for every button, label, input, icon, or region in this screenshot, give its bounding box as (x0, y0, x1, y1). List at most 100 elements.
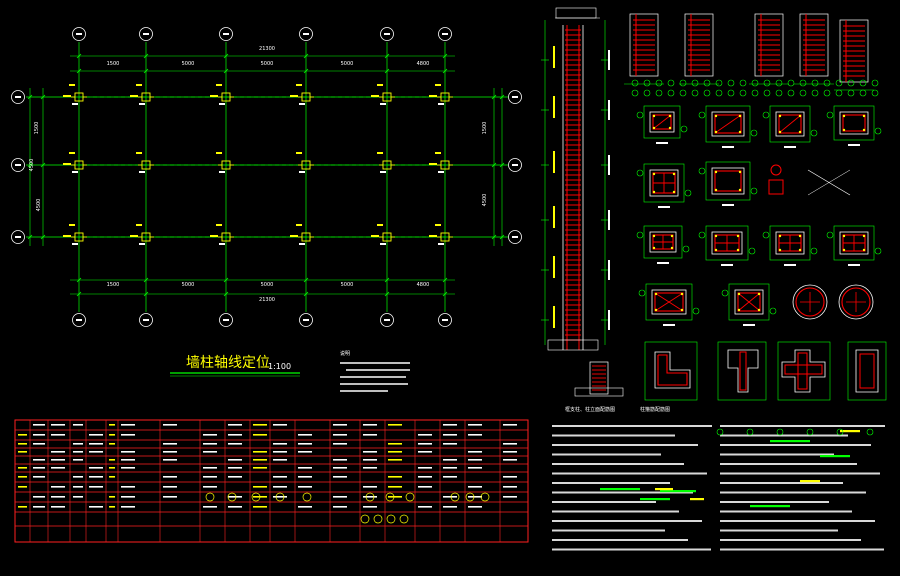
table-cell-mark (33, 506, 45, 508)
table-cell-mark (363, 496, 377, 498)
round-column-stirrup (841, 287, 871, 317)
table-cell-mark (228, 434, 242, 436)
table-cell-mark (163, 459, 177, 461)
table-cell-mark (363, 451, 377, 453)
column-size-mark (377, 152, 383, 154)
dimension-tick (76, 53, 82, 59)
column-id-mark (299, 171, 305, 173)
table-cell-mark (253, 451, 267, 453)
section-label-mark (657, 262, 669, 264)
table-cell-mark (163, 496, 177, 498)
table-cell-mark (273, 476, 287, 478)
table-cell-mark (203, 434, 217, 436)
column-size-mark (216, 224, 222, 226)
general-notes (552, 425, 885, 551)
section-bar (757, 308, 761, 312)
section-bar (738, 130, 742, 134)
note-text-line (552, 491, 693, 494)
column-size-mark (296, 84, 302, 86)
bottom-bay-dim-4: 5000 (341, 282, 354, 288)
table-cell-mark (33, 443, 45, 445)
wall-end-detail (629, 13, 659, 77)
table-cell-mark (418, 476, 432, 478)
right-dim-2: 4500 (482, 194, 488, 207)
axis-bubble-mark (143, 319, 149, 321)
column-size-mark (377, 224, 383, 226)
left-dim-2: 4500 (29, 159, 35, 172)
table-header-circle (465, 492, 475, 502)
table-cell-mark (443, 424, 457, 426)
table-cell-mark (363, 424, 377, 426)
top-bay-dim-5: 4800 (417, 61, 430, 67)
detail-marker (703, 79, 711, 87)
table-cell-mark (18, 506, 27, 508)
section-tie (778, 114, 802, 134)
column-size-mark (435, 152, 441, 154)
dimension-tick (499, 234, 505, 240)
axis-bubble (380, 27, 394, 41)
section-stirrup (654, 292, 684, 312)
section-stirrup (778, 114, 802, 134)
section-bar (652, 126, 656, 130)
note-text-line (720, 434, 848, 437)
detail-marker (643, 89, 651, 97)
note-text-line (552, 529, 665, 532)
table-cell-mark (33, 467, 45, 469)
column-size-mark (69, 152, 75, 154)
left-dim-3: 4500 (36, 199, 42, 212)
dimension-tick (143, 68, 149, 74)
section-bar (714, 114, 718, 118)
base-section (589, 361, 609, 395)
section-bar (862, 128, 866, 132)
note-text-line (720, 463, 857, 465)
section-bar (778, 248, 782, 252)
column-elevation-label: 框支柱、柱立面配筋图 (565, 406, 615, 413)
section-callout (680, 125, 688, 133)
table-cell-mark (273, 451, 287, 453)
column-tag-mark (290, 95, 298, 97)
column-id-mark (72, 103, 78, 105)
note-text-line (552, 520, 702, 522)
table-cell-mark (51, 459, 65, 461)
column-tag-mark (63, 95, 71, 97)
axis-bubble (508, 158, 522, 172)
axis-bubble-mark (76, 319, 82, 321)
section-frame (705, 161, 751, 201)
table-cell-mark (443, 496, 457, 498)
section-bar (680, 308, 684, 312)
table-cell-mark (333, 467, 347, 469)
elevation-dim-text (608, 260, 610, 280)
section-frame (847, 341, 887, 401)
plan-columns (71, 92, 453, 242)
section-tie (714, 114, 742, 134)
table-cell-mark (273, 424, 287, 426)
note-text-line (552, 453, 661, 456)
dimension-tick (491, 234, 497, 240)
plan-axis-bubbles (11, 27, 522, 327)
section-bar (672, 172, 676, 176)
section-bar (736, 234, 740, 238)
table-cell-mark (443, 467, 457, 469)
table-cell-mark (228, 506, 242, 508)
dimension-tick (223, 277, 229, 283)
plan-dimension-lines (27, 53, 505, 297)
note-text-line (720, 425, 885, 427)
note-text-line (552, 539, 688, 541)
axis-bubble-mark (512, 164, 518, 166)
table-cell-mark (18, 443, 27, 445)
table-cell-mark (443, 476, 457, 478)
table-cell-mark (253, 434, 267, 436)
table-cell-mark (503, 496, 517, 498)
table-cell-mark (333, 476, 347, 478)
table-cell-mark (121, 434, 135, 436)
elevation-base (547, 339, 599, 351)
section-callout (636, 111, 644, 119)
dimension-tick (303, 277, 309, 283)
detail-marker (787, 89, 795, 97)
dimension-tick (442, 291, 448, 297)
table-cell-mark (503, 459, 517, 461)
table-cell-mark (121, 451, 135, 453)
table-cell-mark (203, 506, 217, 508)
axis-bubble (508, 90, 522, 104)
